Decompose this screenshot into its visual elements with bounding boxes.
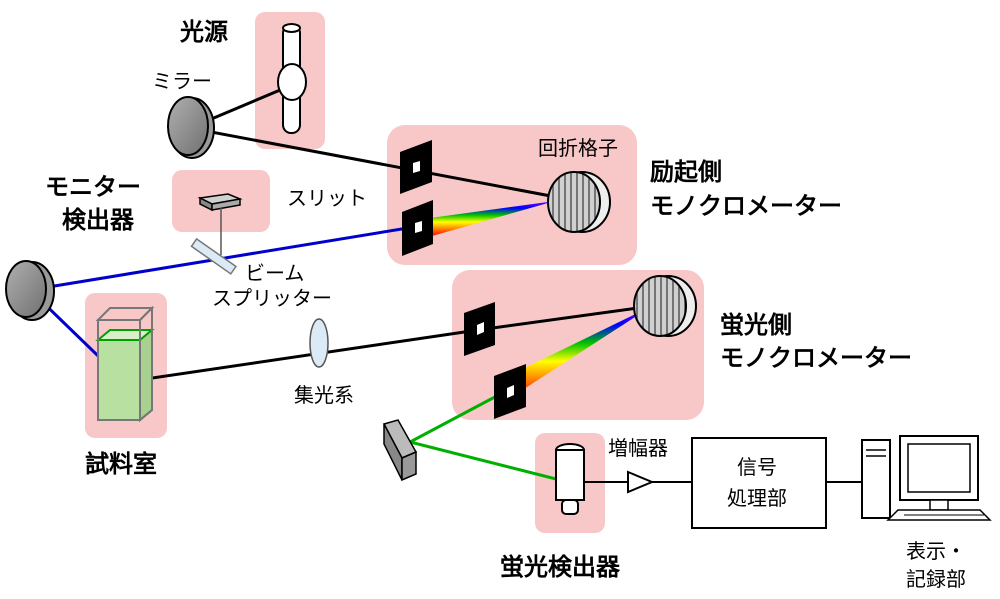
- excitation-mono-label-1: 励起側: [650, 158, 722, 186]
- mirror-label: ミラー: [152, 69, 212, 93]
- emission-slit-2: [494, 364, 526, 419]
- emission-dispersion: [500, 306, 652, 398]
- excitation-grating-icon: [547, 171, 611, 233]
- mirror-icon: [167, 96, 215, 159]
- cuvette-icon: [95, 305, 155, 423]
- slit-label: スリット: [287, 186, 367, 210]
- collection-label: 集光系: [294, 383, 354, 407]
- monitor-detector-icon: [197, 193, 243, 255]
- lamp-icon: [277, 23, 307, 134]
- light-source-label: 光源: [179, 18, 228, 46]
- monitor-detector-label-1: モニター: [45, 173, 141, 201]
- emission-mono-label-2: モノクロメーター: [720, 344, 912, 372]
- computer-icon: [861, 435, 992, 521]
- beam-splitter-label-2: スプリッター: [212, 286, 332, 310]
- amplifier-icon: [627, 470, 655, 494]
- excitation-slit-2: [402, 200, 433, 256]
- display-label-1: 表示・: [906, 539, 966, 563]
- pmt-icon: [555, 443, 585, 515]
- sample-mirror-icon: [5, 260, 55, 321]
- emission-slit-1: [464, 302, 495, 356]
- monitor-detector-label-2: 検出器: [62, 206, 135, 234]
- excitation-slit-1: [400, 140, 432, 194]
- sample-chamber-label: 試料室: [85, 450, 157, 478]
- display-label-2: 記録部: [906, 567, 966, 591]
- collection-lens-icon: [309, 318, 329, 368]
- emission-mono-label-1: 蛍光側: [720, 311, 792, 339]
- beam-splitter-icon: [190, 237, 237, 275]
- emission-grating-icon: [633, 275, 697, 337]
- excitation-mono-label-2: モノクロメーター: [650, 192, 842, 220]
- detector-mirror-icon: [382, 419, 418, 482]
- beam-splitter-label-1: ビーム: [245, 261, 304, 285]
- signal-processing-label-2: 処理部: [727, 486, 787, 510]
- fluorescence-detector-label: 蛍光検出器: [500, 553, 621, 581]
- signal-processing-label-1: 信号: [737, 455, 777, 479]
- signal-processing-box: [691, 437, 827, 529]
- amplifier-label: 増幅器: [608, 436, 668, 460]
- grating-label: 回折格子: [538, 136, 618, 160]
- excitation-dispersion: [430, 201, 555, 236]
